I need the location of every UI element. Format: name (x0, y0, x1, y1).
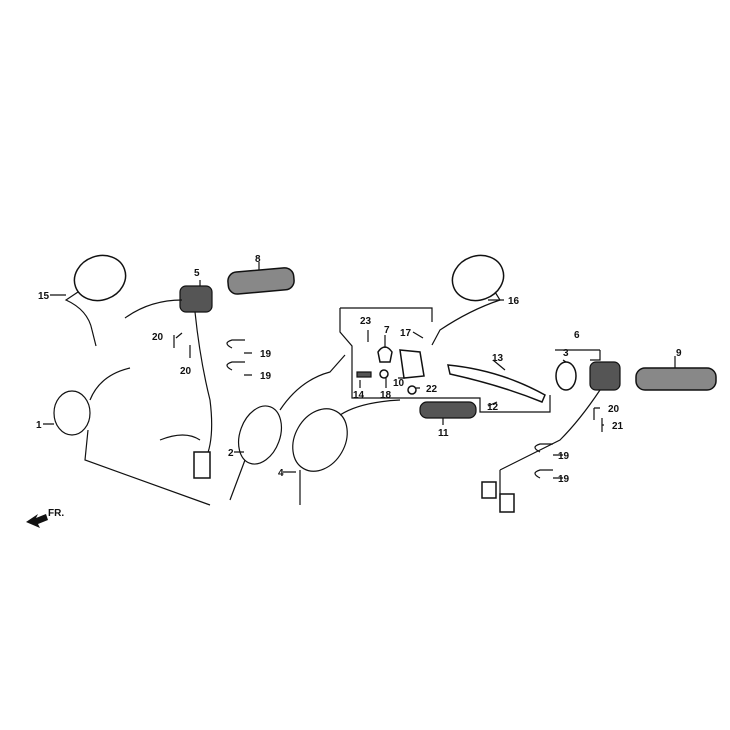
front-direction-marker: FR. (26, 508, 64, 528)
right-grip (635, 367, 717, 391)
label-14: 14 (353, 390, 365, 401)
clutch-lever (447, 364, 546, 403)
label-21: 21 (612, 421, 624, 432)
label-6: 6 (574, 330, 580, 341)
label-23: 23 (360, 316, 372, 327)
left-grip (227, 267, 295, 295)
label-15: 15 (38, 291, 50, 302)
label-10: 10 (393, 378, 405, 389)
label-9: 9 (676, 348, 682, 359)
clutch-lever-grip (419, 401, 477, 419)
callout-labels: 15 1 5 8 20 20 19 19 2 4 23 7 17 10 22 1… (36, 254, 682, 485)
label-1: 1 (36, 420, 42, 431)
right-switch-housing (589, 361, 621, 391)
group-outline (339, 307, 551, 413)
left-mirror (64, 254, 127, 347)
label-11: 11 (438, 428, 449, 439)
label-3: 3 (563, 348, 569, 359)
label-19-left-a: 19 (260, 349, 272, 360)
label-19-left-b: 19 (260, 371, 272, 382)
right-mirror (431, 254, 505, 346)
label-17: 17 (400, 328, 412, 339)
left-switch-housing (124, 285, 213, 479)
label-7: 7 (384, 325, 390, 336)
throttle-pipe (555, 361, 577, 391)
label-22: 22 (426, 384, 438, 395)
label-16: 16 (508, 296, 520, 307)
label-20-left-a: 20 (152, 332, 164, 343)
label-8: 8 (255, 254, 261, 265)
label-20-right: 20 (608, 404, 620, 415)
label-5: 5 (194, 268, 200, 279)
label-20-left-b: 20 (180, 366, 192, 377)
cables (53, 354, 401, 506)
label-19-right-b: 19 (558, 474, 570, 485)
label-2: 2 (228, 448, 234, 459)
label-18: 18 (380, 390, 392, 401)
label-13: 13 (492, 353, 504, 364)
label-4: 4 (278, 468, 284, 479)
arrow-icon (26, 514, 48, 528)
direction-label: FR. (48, 508, 64, 519)
label-12: 12 (487, 402, 499, 413)
label-19-right-a: 19 (558, 451, 570, 462)
